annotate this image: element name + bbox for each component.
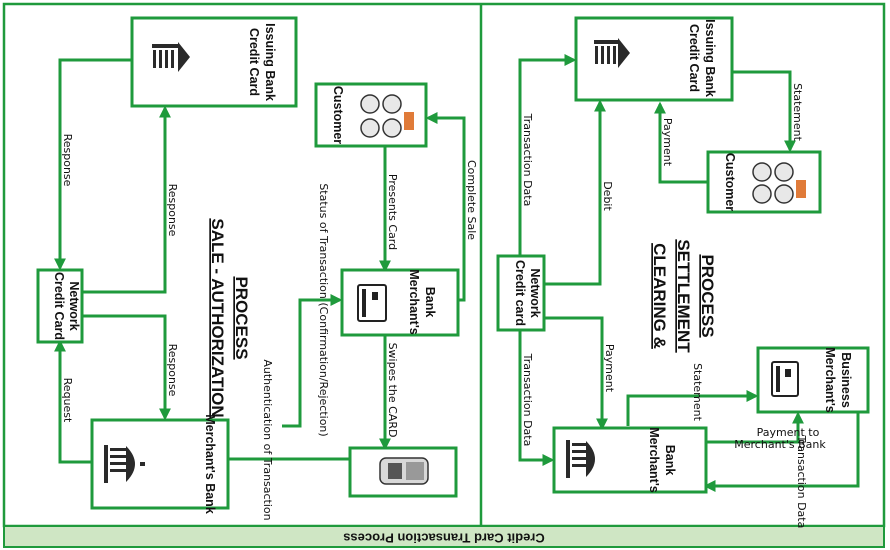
left-customer-node: Customer <box>316 84 426 146</box>
right-network-label-1: Credit card <box>513 260 527 326</box>
left-network-node: Credit Card Network <box>38 270 82 342</box>
right-issuing-bank-label-1: Credit Card <box>687 24 701 92</box>
right-arrow-statement-top <box>732 72 790 150</box>
right-label-payment-top: Payment <box>661 118 674 167</box>
right-label-debit: Debit <box>601 181 614 211</box>
right-customer-label: Customer <box>723 153 737 211</box>
right-label-transaction-data-low: Transaction Data <box>521 353 534 447</box>
right-network-label-2: Network <box>528 268 542 317</box>
left-title-line1: SALE - AUTHORIZATION <box>208 218 227 417</box>
left-issuing-bank-label-2: Issuing Bank <box>263 23 277 101</box>
left-label-presents-card: Presents Card <box>386 174 399 250</box>
right-label-payment-low: Payment <box>603 344 616 393</box>
left-card-bank-node: Merchant's Bank <box>342 269 458 335</box>
right-label-transaction-data-right: Transaction Data <box>795 435 808 529</box>
left-card-bank-box <box>342 270 458 335</box>
left-card-bank-label-1: Merchant's <box>407 269 421 335</box>
card-terminal-icon <box>380 458 428 484</box>
left-arrow-status <box>282 300 340 426</box>
right-arrow-debit <box>544 102 600 284</box>
right-merchants-bank-label-2: Bank <box>663 445 677 476</box>
left-customer-label: Customer <box>331 86 345 144</box>
right-merchants-business-label-1: Merchant's <box>823 347 837 413</box>
footer-title: Credit Card Transaction Process <box>343 531 545 546</box>
right-merchants-business-node: Merchant's Business <box>758 347 868 413</box>
left-merchants-bank-node: Merchant's Bank <box>92 414 228 514</box>
left-label-status: Status of Transaction (Confirmation/Reje… <box>317 183 330 436</box>
right-title-line3: PROCESS <box>698 254 717 337</box>
right-issuing-bank-label-2: Issuing Bank <box>703 19 717 97</box>
left-label-request: Request <box>61 378 74 423</box>
right-title-line2: SETTLEMENT <box>674 239 693 353</box>
left-label-response-mid: Response <box>166 184 179 237</box>
left-merchants-bank-label: Merchant's Bank <box>203 414 217 514</box>
left-title-line2: PROCESS <box>232 276 251 359</box>
left-label-swipes: Swipes the CARD <box>386 343 399 438</box>
right-label-statement-top: Statement <box>791 83 804 142</box>
left-card-bank-label-2: Bank <box>423 287 437 318</box>
right-arrow-payment-low <box>544 318 602 428</box>
left-terminal-node <box>350 448 456 496</box>
right-network-node: Credit card Network <box>498 256 544 330</box>
right-label-payment-to-2: Merchant's Bank <box>734 438 826 451</box>
right-merchants-bank-node: Merchant's Bank <box>554 427 706 493</box>
left-network-label-2: Network <box>67 281 81 330</box>
left-issuing-bank-label-1: Credit Card <box>247 28 261 96</box>
right-merchants-business-label-2: Business <box>839 352 853 408</box>
left-network-label-1: Credit Card <box>52 272 66 340</box>
left-label-response-low: Response <box>166 344 179 397</box>
right-title-line1: CLEARING & <box>650 243 669 349</box>
left-label-auth: Authentication of Transaction <box>261 359 274 520</box>
right-merchants-bank-label-1: Merchant's <box>647 427 661 493</box>
right-label-transaction-data-top: Transaction Data <box>521 113 534 207</box>
right-issuing-bank-node: Credit Card Issuing Bank <box>576 18 732 100</box>
left-label-response-top: Response <box>61 134 74 187</box>
left-arrow-response-mid <box>82 108 165 292</box>
left-arrow-response-low <box>82 316 165 418</box>
left-issuing-bank-node: Credit Card Issuing Bank <box>132 18 296 106</box>
left-label-complete-sale: Complete Sale <box>465 160 478 240</box>
right-customer-node: Customer <box>708 152 820 212</box>
right-label-statement-low: Statement <box>691 363 704 422</box>
